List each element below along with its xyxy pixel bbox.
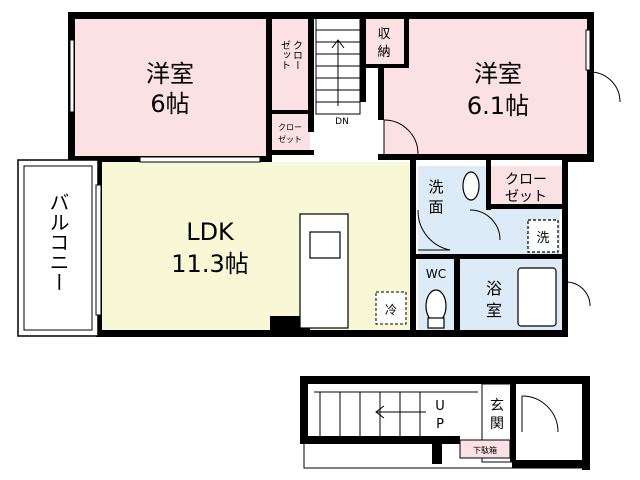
closet-upper-left-line2: ゼット [279,40,291,70]
fixtures [425,171,559,329]
western-room-2-type: 洋室 [474,60,522,88]
entrance-line2: 関 [490,416,504,432]
stairs-down-label: DN [335,117,349,127]
door-swings [383,71,621,307]
closet-upper-left-floor [270,18,310,112]
staircase-upper [315,17,361,115]
western-room-1-size: 6帖 [150,90,189,118]
balcony-label: バルコニー [46,192,70,292]
western-room-1-floor [73,18,269,158]
bathroom-line2: 室 [486,301,502,320]
ldk-type: LDK [186,218,235,246]
closet-small-line2: ゼット [278,134,302,144]
western-room-1-type: 洋室 [146,60,194,88]
closet-right-floor [490,166,562,206]
western-room-2-size: 6.1帖 [467,92,529,120]
stairs-up-line1: U [435,399,445,414]
closet-upper-left-line1: クロー [291,40,302,70]
stairs-up-line2: P [436,417,444,432]
closet-small-line1: クロー [278,123,302,132]
western-room-2-floor [384,18,590,158]
kitchen-counter [299,213,349,329]
storage-line1: 収 [377,27,390,42]
bathroom-line1: 浴 [486,279,502,298]
washroom-line2: 面 [428,198,443,216]
ldk-floor [100,162,412,334]
fridge-space [375,291,407,325]
entrance-block [300,376,590,470]
wc-label: WC [426,267,446,281]
ldk-size: 11.3帖 [171,250,248,278]
washing-machine-label: 洗 [536,231,549,246]
washroom-line1: 洗 [428,178,443,196]
closet-right-line1: クロー [505,172,547,188]
storage-line2: 納 [377,45,390,60]
closet-small-floor [270,114,310,152]
windows [69,29,591,316]
fridge-label: 冷 [385,303,397,317]
entrance-line1: 玄 [490,397,504,414]
shoe-box-label: 下駄箱 [473,445,497,455]
closet-right-line2: ゼット [505,189,547,205]
